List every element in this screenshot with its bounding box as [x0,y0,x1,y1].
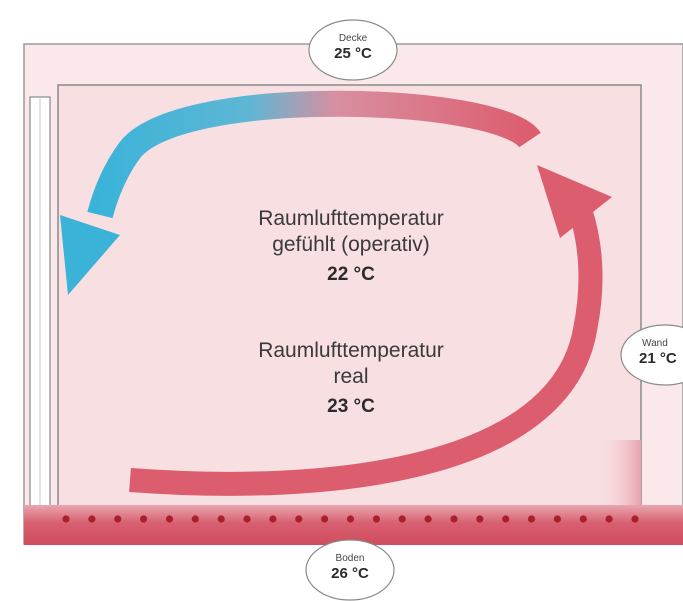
heating-pipe-dot [243,515,251,523]
ceiling-label: Decke 25 °C [309,33,397,62]
real-temperature-label: Raumlufttemperatur real 23 °C [206,338,496,420]
heating-pipe-dot [398,515,406,523]
ceiling-value: 25 °C [334,45,372,62]
heating-pipe-dot [346,515,355,523]
ceiling-name: Decke [338,33,368,44]
heating-pipes [62,515,639,523]
heating-pipe-dot [527,515,536,523]
room-interior [57,84,642,516]
real-line2: real [333,365,369,388]
heating-pipe-dot [88,515,96,523]
heating-pipe-dot [372,515,380,523]
floor-name: Boden [335,553,365,564]
wall-value: 21 °C [639,350,677,367]
floor-value: 26 °C [331,565,369,582]
heating-pipe-dot [605,515,613,523]
floor-heating-slab [24,505,683,545]
wall-label: Wand 21 °C [625,338,683,367]
heating-pipe-dot [579,515,587,523]
real-value: 23 °C [327,396,375,417]
perceived-line2: gefühlt (operativ) [272,233,430,256]
cool-air-arrow-icon [87,90,541,219]
perceived-value: 22 °C [327,264,375,285]
heating-pipe-dot [502,515,510,523]
cool-air-arrowhead-icon [60,215,120,295]
heating-pipe-dot [631,515,639,523]
heating-pipe-dot [321,515,329,523]
ceiling-bubble [308,19,398,81]
heating-pipe-dot [450,515,458,523]
heating-pipe-dot [217,515,225,523]
floor-label: Boden 26 °C [306,553,394,582]
floor-bubble [305,539,395,601]
warm-air-arrow-icon [129,206,603,496]
wall-bubble [620,324,683,386]
warm-air-arrowhead-icon [537,165,612,238]
heating-pipe-dot [295,515,303,523]
wall-name: Wand [642,338,668,349]
heating-pipe-dot [424,515,432,523]
perceived-line1: Raumlufttemperatur [258,207,444,230]
heating-pipe-dot [62,515,70,523]
heating-pipe-dot [191,515,199,523]
wall-warm-glow [600,440,641,515]
heating-pipe-dot [165,515,174,523]
heating-pipe-dot [476,515,484,523]
heating-pipe-dot [140,515,148,523]
heating-pipe-dot [269,515,277,523]
real-line1: Raumlufttemperatur [258,339,444,362]
heating-pipe-dot [553,515,562,523]
heating-pipe-dot [114,515,122,523]
perceived-temperature-label: Raumlufttemperatur gefühlt (operativ) 22… [206,206,496,288]
